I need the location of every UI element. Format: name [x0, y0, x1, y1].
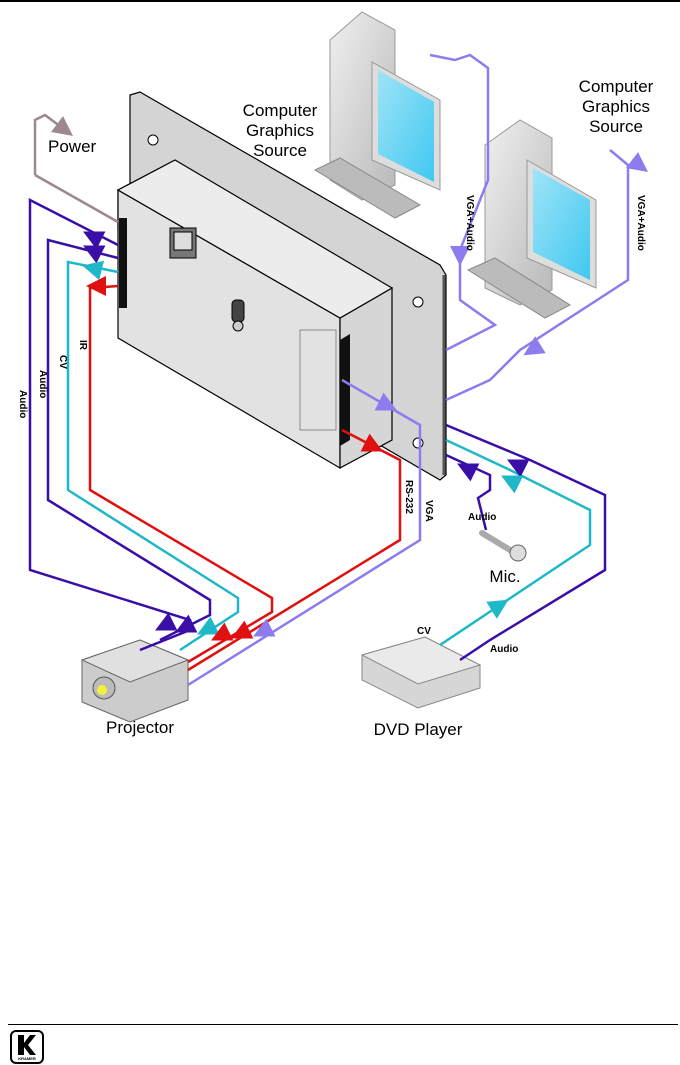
kramer-logo: KRAMER: [10, 1030, 44, 1064]
label-dvd-audio: Audio: [490, 644, 518, 655]
label-vga: VGA: [423, 500, 434, 522]
label-cv: CV: [57, 355, 68, 369]
projector: [82, 640, 188, 722]
label-dvd-cv: CV: [417, 626, 431, 637]
label-audio-1: Audio: [17, 390, 28, 418]
microphone: [482, 533, 526, 561]
computer-left: [315, 12, 440, 218]
svg-text:Graphics: Graphics: [246, 121, 314, 140]
connection-diagram: Computer Graphics Source Computer Graphi…: [0, 0, 680, 1020]
label-vga-audio-left: VGA+Audio: [464, 195, 475, 251]
svg-text:Source: Source: [253, 141, 307, 160]
dvd-player: [362, 637, 480, 708]
label-mic: Mic.: [489, 567, 520, 586]
label-vga-audio-right: VGA+Audio: [635, 195, 646, 251]
label-projector: Projector: [106, 718, 174, 737]
label-dvd-player: DVD Player: [374, 720, 463, 739]
label-ir: IR: [77, 340, 88, 351]
label-audio-2: Audio: [37, 370, 48, 398]
kramer-k-icon: [16, 1034, 38, 1056]
label-power: Power: [48, 137, 97, 156]
label-mic-audio: Audio: [468, 512, 496, 523]
label-source-right: Computer Graphics Source: [579, 77, 654, 136]
svg-text:Computer: Computer: [579, 77, 654, 96]
svg-text:Graphics: Graphics: [582, 97, 650, 116]
logo-text: KRAMER: [12, 1056, 42, 1061]
footer-rule: [8, 1024, 678, 1025]
svg-text:Source: Source: [589, 117, 643, 136]
svg-text:Computer: Computer: [243, 101, 318, 120]
label-source-left: Computer Graphics Source: [243, 101, 318, 160]
label-rs232: RS-232: [403, 480, 414, 514]
